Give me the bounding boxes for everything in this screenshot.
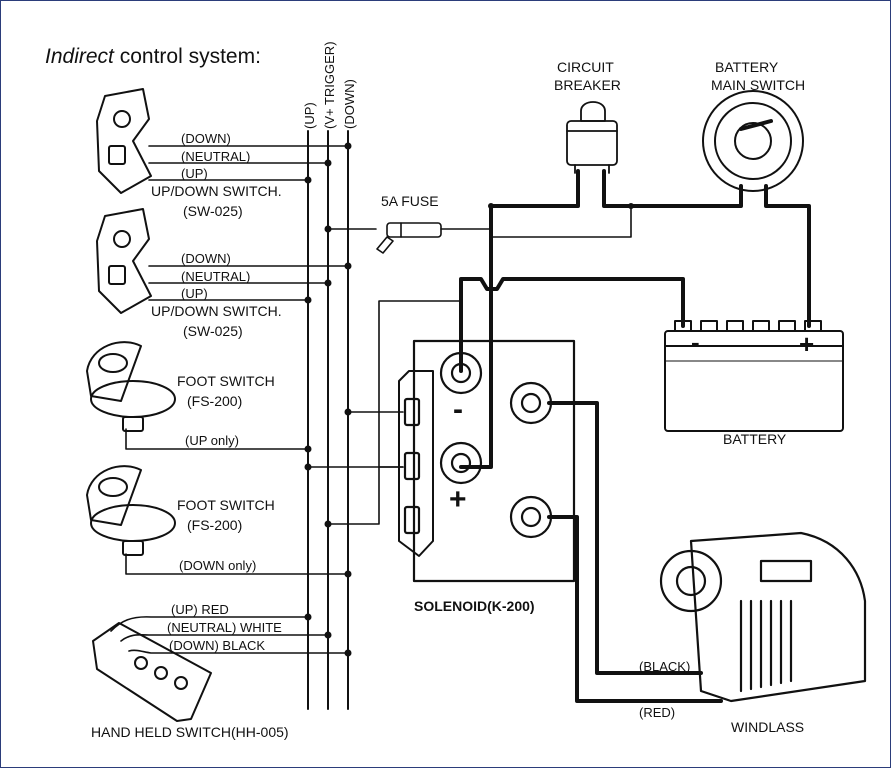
solenoid-minus-sign: - xyxy=(453,393,463,426)
battery-plus-sign: + xyxy=(799,329,815,359)
battery-label: BATTERY xyxy=(723,431,787,447)
handheld-neutral-label: (NEUTRAL) WHITE xyxy=(167,620,282,635)
foot2-wire-label: (DOWN only) xyxy=(179,558,257,573)
fuse-drawing xyxy=(376,222,442,254)
junction-dots xyxy=(304,142,634,657)
title-italic: Indirect xyxy=(45,45,114,68)
main-switch-drawing xyxy=(702,90,804,197)
switch1-name: UP/DOWN SWITCH. xyxy=(151,183,282,199)
circuit-breaker-drawing xyxy=(566,101,618,174)
foot1-wire xyxy=(125,428,309,450)
handheld-down-label: (DOWN) BLACK xyxy=(169,638,266,653)
windlass-label: WINDLASS xyxy=(731,719,805,735)
switch2-down-label: (DOWN) xyxy=(181,251,231,266)
breaker-label-line1: CIRCUIT xyxy=(557,59,614,75)
switch1-up-label: (UP) xyxy=(181,166,208,181)
handheld-up-label: (UP) RED xyxy=(171,602,229,617)
foot1-wire-label: (UP only) xyxy=(185,433,239,448)
solenoid-label: SOLENOID(K-200) xyxy=(414,598,535,614)
bus-up-label: (UP) xyxy=(302,102,317,129)
solenoid-plus-sign: + xyxy=(449,483,467,516)
foot1-name: FOOT SWITCH xyxy=(177,373,275,389)
title-rest: control system: xyxy=(119,45,261,68)
battery-minus-sign: - xyxy=(691,327,700,357)
switch2-name: UP/DOWN SWITCH. xyxy=(151,303,282,319)
switch1-body xyxy=(96,88,152,194)
switch2-model: (SW-025) xyxy=(183,323,243,339)
solenoid-control-wires xyxy=(307,205,632,525)
windlass-black-label: (BLACK) xyxy=(639,659,691,674)
breaker-label-line2: BREAKER xyxy=(554,77,621,93)
diagram-title: Indirect control system: xyxy=(45,45,261,69)
battery-drawing xyxy=(664,320,844,432)
fuse-label: 5A FUSE xyxy=(381,193,439,209)
windlass-red-label: (RED) xyxy=(639,705,676,720)
handheld-wires xyxy=(110,616,349,654)
switch1-model: (SW-025) xyxy=(183,203,243,219)
switch2-wires xyxy=(148,265,349,301)
main-switch-label-line2: MAIN SWITCH xyxy=(711,77,806,93)
bus-down-label: (DOWN) xyxy=(342,79,357,129)
switch2-neutral-label: (NEUTRAL) xyxy=(181,269,251,284)
foot2-model: (FS-200) xyxy=(187,517,243,533)
windlass-drawing xyxy=(659,531,867,703)
solenoid-drawing xyxy=(398,339,576,583)
switch2-body xyxy=(96,208,152,314)
bus-trigger-label: (V+ TRIGGER) xyxy=(322,41,337,129)
switch1-down-label: (DOWN) xyxy=(181,131,231,146)
handheld-body xyxy=(92,622,212,722)
foot2-name: FOOT SWITCH xyxy=(177,497,275,513)
foot2-wire xyxy=(125,553,349,575)
foot2-body xyxy=(86,465,176,556)
switch1-wires xyxy=(148,145,349,181)
main-switch-label-line1: BATTERY xyxy=(715,59,779,75)
foot1-body xyxy=(86,341,176,432)
handheld-name: HAND HELD SWITCH(HH-005) xyxy=(91,724,289,740)
switch1-neutral-label: (NEUTRAL) xyxy=(181,149,251,164)
foot1-model: (FS-200) xyxy=(187,393,243,409)
switch2-up-label: (UP) xyxy=(181,286,208,301)
